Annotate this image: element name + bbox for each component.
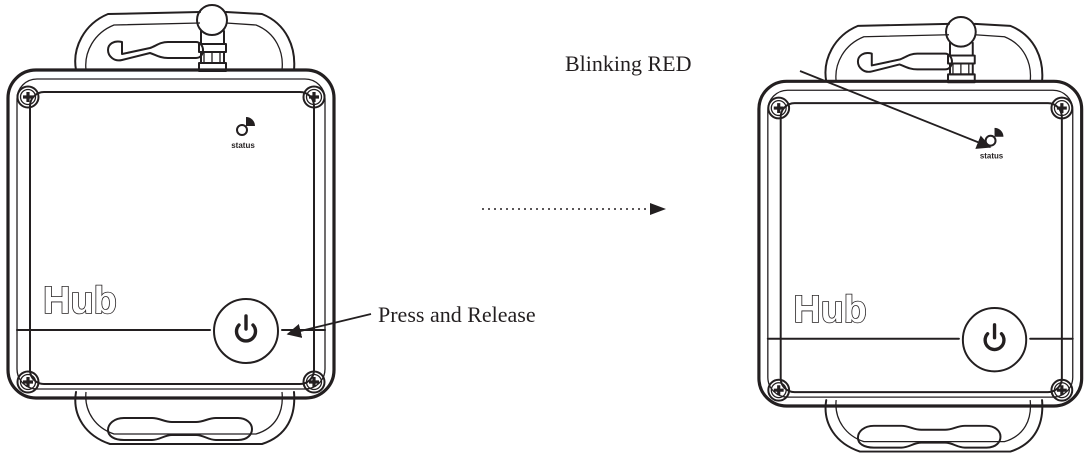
- blinking-red-label: Blinking RED: [565, 51, 692, 76]
- transition-arrow: [482, 203, 666, 215]
- status-label: status: [231, 141, 255, 150]
- hub-logo: Hub: [794, 288, 867, 330]
- hub-logo: Hub: [43, 280, 117, 322]
- blinking-red-callout: Blinking RED: [565, 51, 992, 149]
- press-release-label: Press and Release: [378, 302, 536, 327]
- status-label: status: [980, 152, 1004, 161]
- press-release-callout: Press and Release: [286, 302, 536, 338]
- hub-device-after: Hub status: [759, 17, 1082, 452]
- hub-device-before: Hub status: [8, 5, 334, 444]
